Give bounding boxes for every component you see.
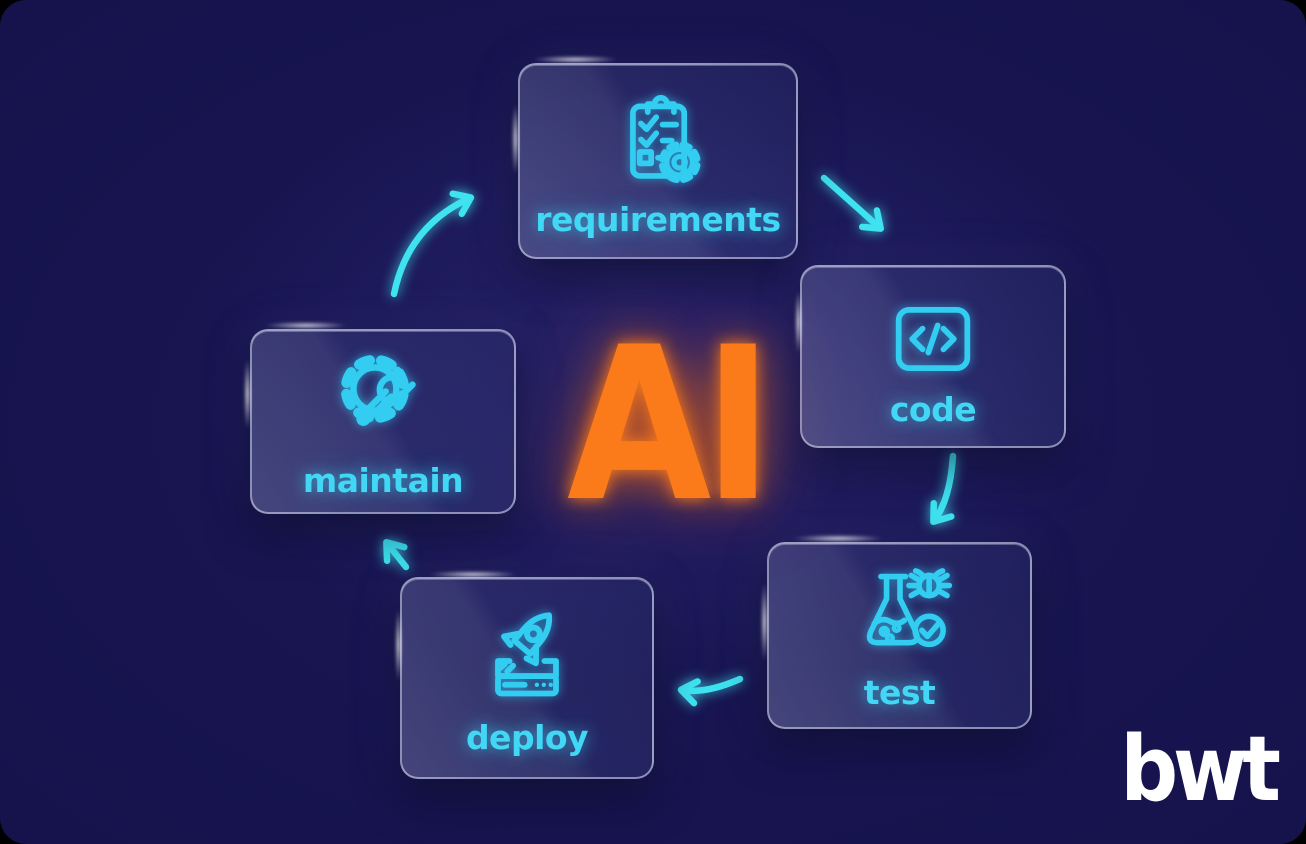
stage-card-maintain: maintain: [250, 329, 516, 514]
arrow-maintain-to-requirements: [390, 190, 475, 298]
arrow-test-to-deploy: [677, 675, 744, 707]
stage-label-deploy: deploy: [465, 717, 589, 757]
center-ai-label: AI: [567, 301, 773, 548]
arrow-code-to-test: [930, 452, 957, 526]
stage-card-requirements: requirements: [518, 63, 798, 259]
stage-card-code: code: [800, 265, 1066, 448]
stage-label-maintain: maintain: [302, 461, 464, 500]
clipboard-checklist-gear-icon: [601, 87, 715, 201]
stage-label-requirements: requirements: [535, 199, 781, 239]
stage-label-test: test: [863, 673, 936, 712]
flask-bug-check-icon: [844, 562, 956, 674]
gear-wrench-icon: [325, 346, 441, 462]
arrow-deploy-to-maintain: [383, 538, 410, 571]
stage-card-deploy: deploy: [400, 577, 654, 779]
rocket-launchpad-icon: [469, 603, 585, 719]
stage-card-test: test: [767, 542, 1032, 729]
bwt-logo: bwt: [1120, 717, 1282, 822]
code-brackets-icon: [881, 287, 985, 391]
arrow-requirements-to-code: [820, 174, 884, 232]
stage-label-code: code: [889, 390, 977, 429]
